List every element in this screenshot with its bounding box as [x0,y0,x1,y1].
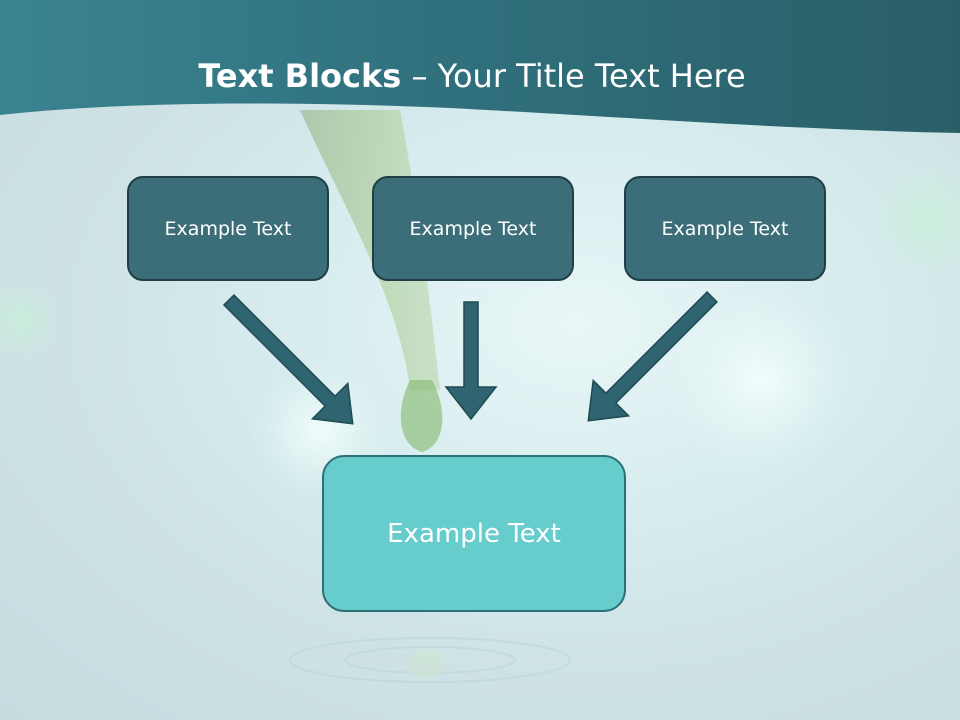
water-reflection [405,650,445,678]
title-bold: Text Blocks [198,57,402,95]
page-title: Text Blocks – Your Title Text Here [0,54,944,98]
text-block-label: Example Text [387,518,561,549]
arrow-left [222,293,354,425]
bokeh-light [0,280,60,360]
arrow-center [444,301,498,421]
title-separator: – [401,57,438,95]
text-block-left: Example Text [127,176,329,281]
bokeh-light [870,160,960,280]
text-block-right: Example Text [624,176,826,281]
text-block-label: Example Text [409,217,537,240]
text-block-bottom: Example Text [322,455,626,612]
text-block-center: Example Text [372,176,574,281]
text-block-label: Example Text [164,217,292,240]
arrow-right [587,290,719,422]
title-band [0,0,960,133]
bokeh-light [665,285,855,475]
water-drop [400,380,443,452]
title-regular: Your Title Text Here [437,57,746,95]
text-block-label: Example Text [661,217,789,240]
water-ripple [289,637,571,683]
